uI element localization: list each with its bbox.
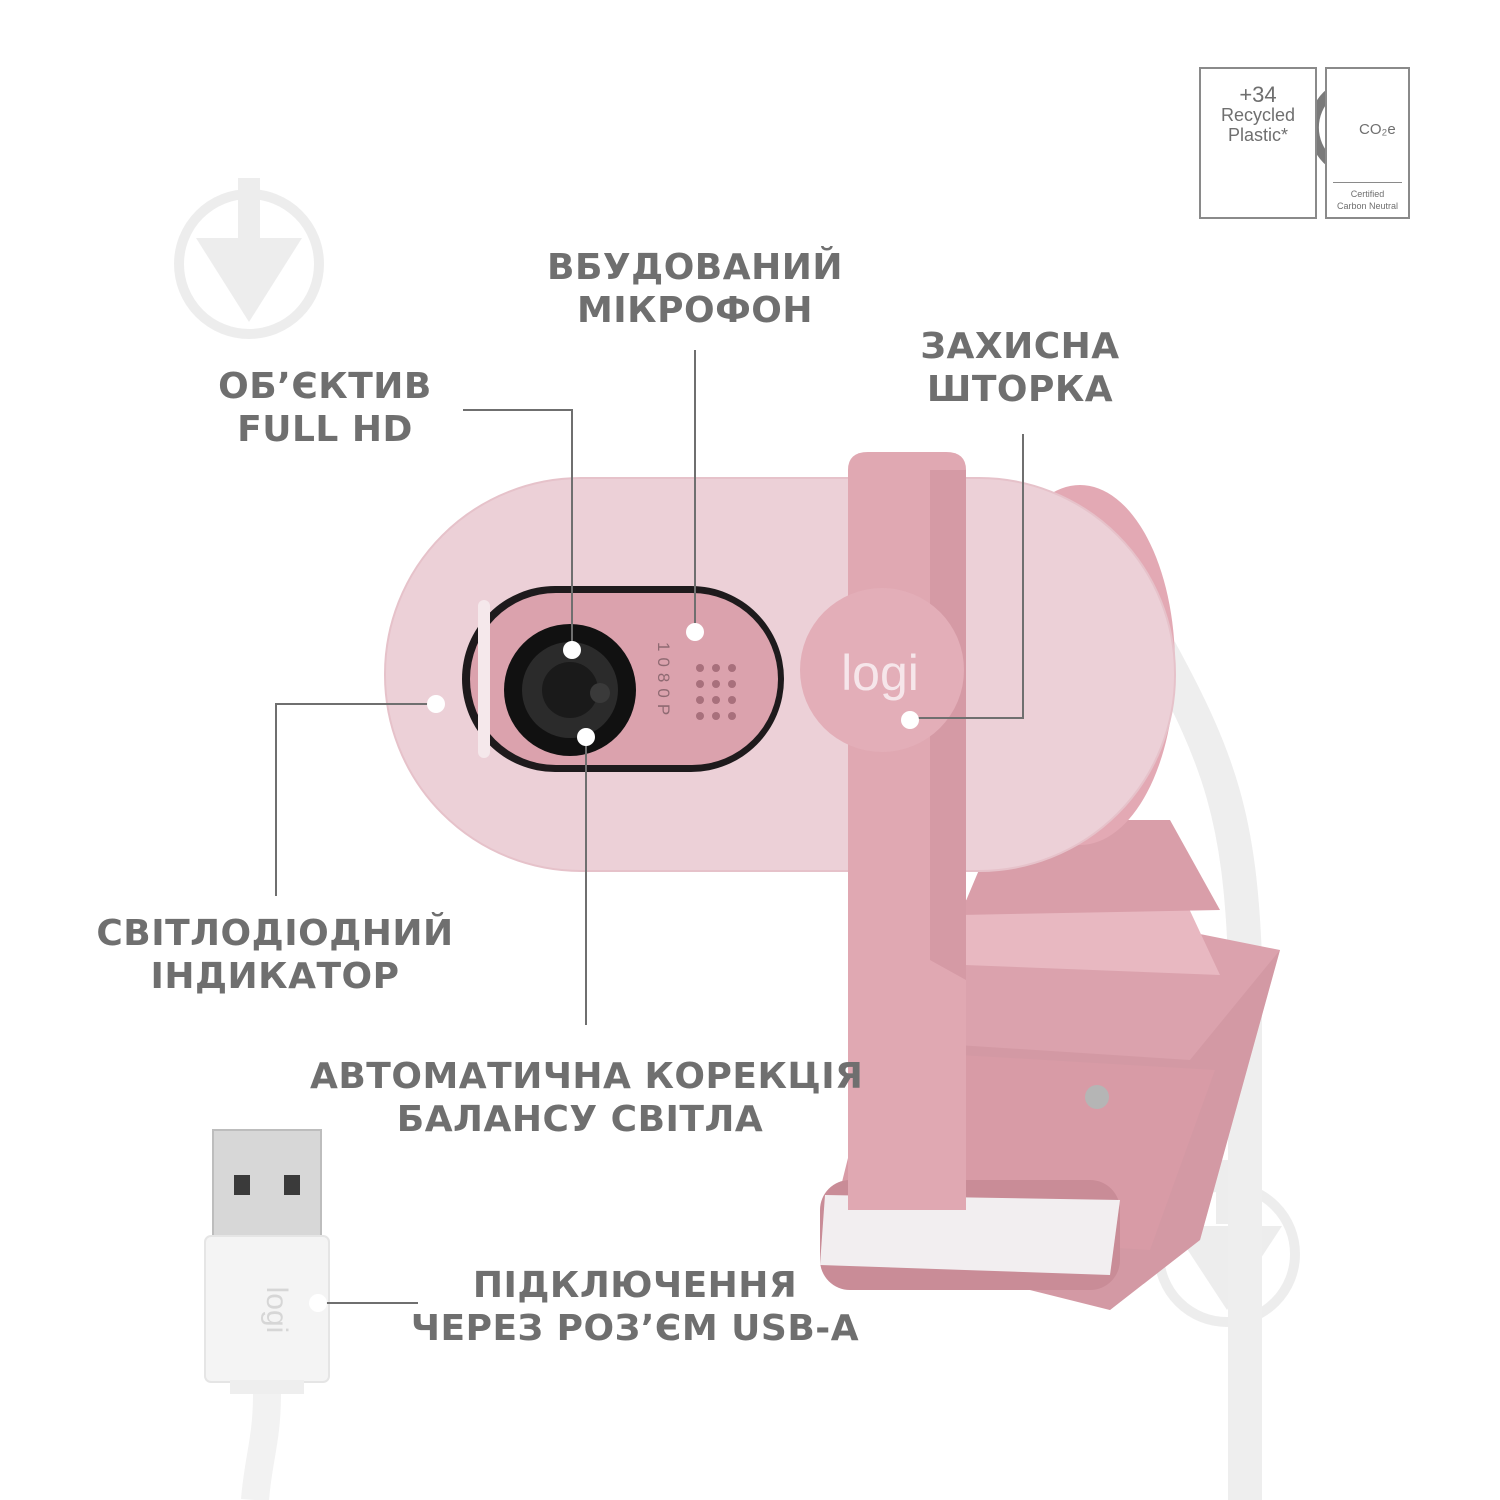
label-white-balance: АВТОМАТИЧНА КОРЕКЦІЯ БАЛАНСУ СВІТЛА bbox=[310, 1055, 864, 1141]
usb-cable bbox=[1143, 633, 1262, 1500]
label-microphone: ВБУДОВАНИЙ МІКРОФОН bbox=[520, 246, 870, 332]
logi-logo: logi bbox=[841, 645, 919, 701]
label-line: ВБУДОВАНИЙ bbox=[547, 247, 843, 288]
recycled-plastic-badge: +34 Recycled Plastic* bbox=[1199, 67, 1317, 219]
label-led: СВІТЛОДІОДНИЙ ІНДИКАТОР bbox=[90, 912, 460, 998]
download-watermark-icon bbox=[174, 178, 324, 339]
label-line: МІКРОФОН bbox=[576, 290, 814, 331]
callout-lines bbox=[275, 350, 1024, 1304]
label-line: БАЛАНСУ СВІТЛА bbox=[396, 1099, 764, 1140]
label-line: АВТОМАТИЧНА КОРЕКЦІЯ bbox=[310, 1056, 864, 1097]
badge-plastic-text: Plastic* bbox=[1227, 125, 1289, 145]
badge-co2: CO₂e bbox=[1359, 121, 1396, 138]
badge-certified-text: Certified bbox=[1350, 189, 1385, 199]
label-shutter: ЗАХИСНА ШТОРКА bbox=[900, 325, 1140, 411]
label-line: ІНДИКАТОР bbox=[150, 956, 400, 997]
label-line: ЗАХИСНА bbox=[920, 326, 1120, 367]
usb-a-connector-icon: logi bbox=[204, 1129, 330, 1500]
badge-recycled-number: +34 bbox=[1239, 82, 1277, 107]
privacy-shutter: logi bbox=[800, 452, 966, 1210]
microphone-grille bbox=[696, 664, 736, 720]
resolution-text: 1080P bbox=[654, 642, 673, 721]
label-line: ОБ’ЄКТИВ bbox=[218, 366, 432, 407]
badge-carbon-neutral-text: Carbon Neutral bbox=[1336, 201, 1399, 211]
callout-dots bbox=[309, 623, 919, 1312]
screw bbox=[1085, 1085, 1109, 1109]
carbon-neutral-badge: CO₂e Certified Carbon Neutral bbox=[1325, 67, 1410, 219]
label-line: СВІТЛОДІОДНИЙ bbox=[96, 913, 454, 954]
label-line: ПІДКЛЮЧЕННЯ bbox=[472, 1265, 798, 1306]
badge-recycled-text: Recycled bbox=[1220, 105, 1296, 125]
lens-panel: 1080P bbox=[462, 586, 784, 772]
label-line: ШТОРКА bbox=[926, 369, 1114, 410]
label-lens: ОБ’ЄКТИВ FULL HD bbox=[190, 365, 460, 451]
label-usb: ПІДКЛЮЧЕННЯ ЧЕРЕЗ РОЗ’ЄМ USB-A bbox=[410, 1264, 860, 1350]
label-line: ЧЕРЕЗ РОЗ’ЄМ USB-A bbox=[410, 1308, 860, 1349]
label-line: FULL HD bbox=[237, 409, 413, 450]
usb-logi-logo: logi bbox=[260, 1287, 293, 1334]
